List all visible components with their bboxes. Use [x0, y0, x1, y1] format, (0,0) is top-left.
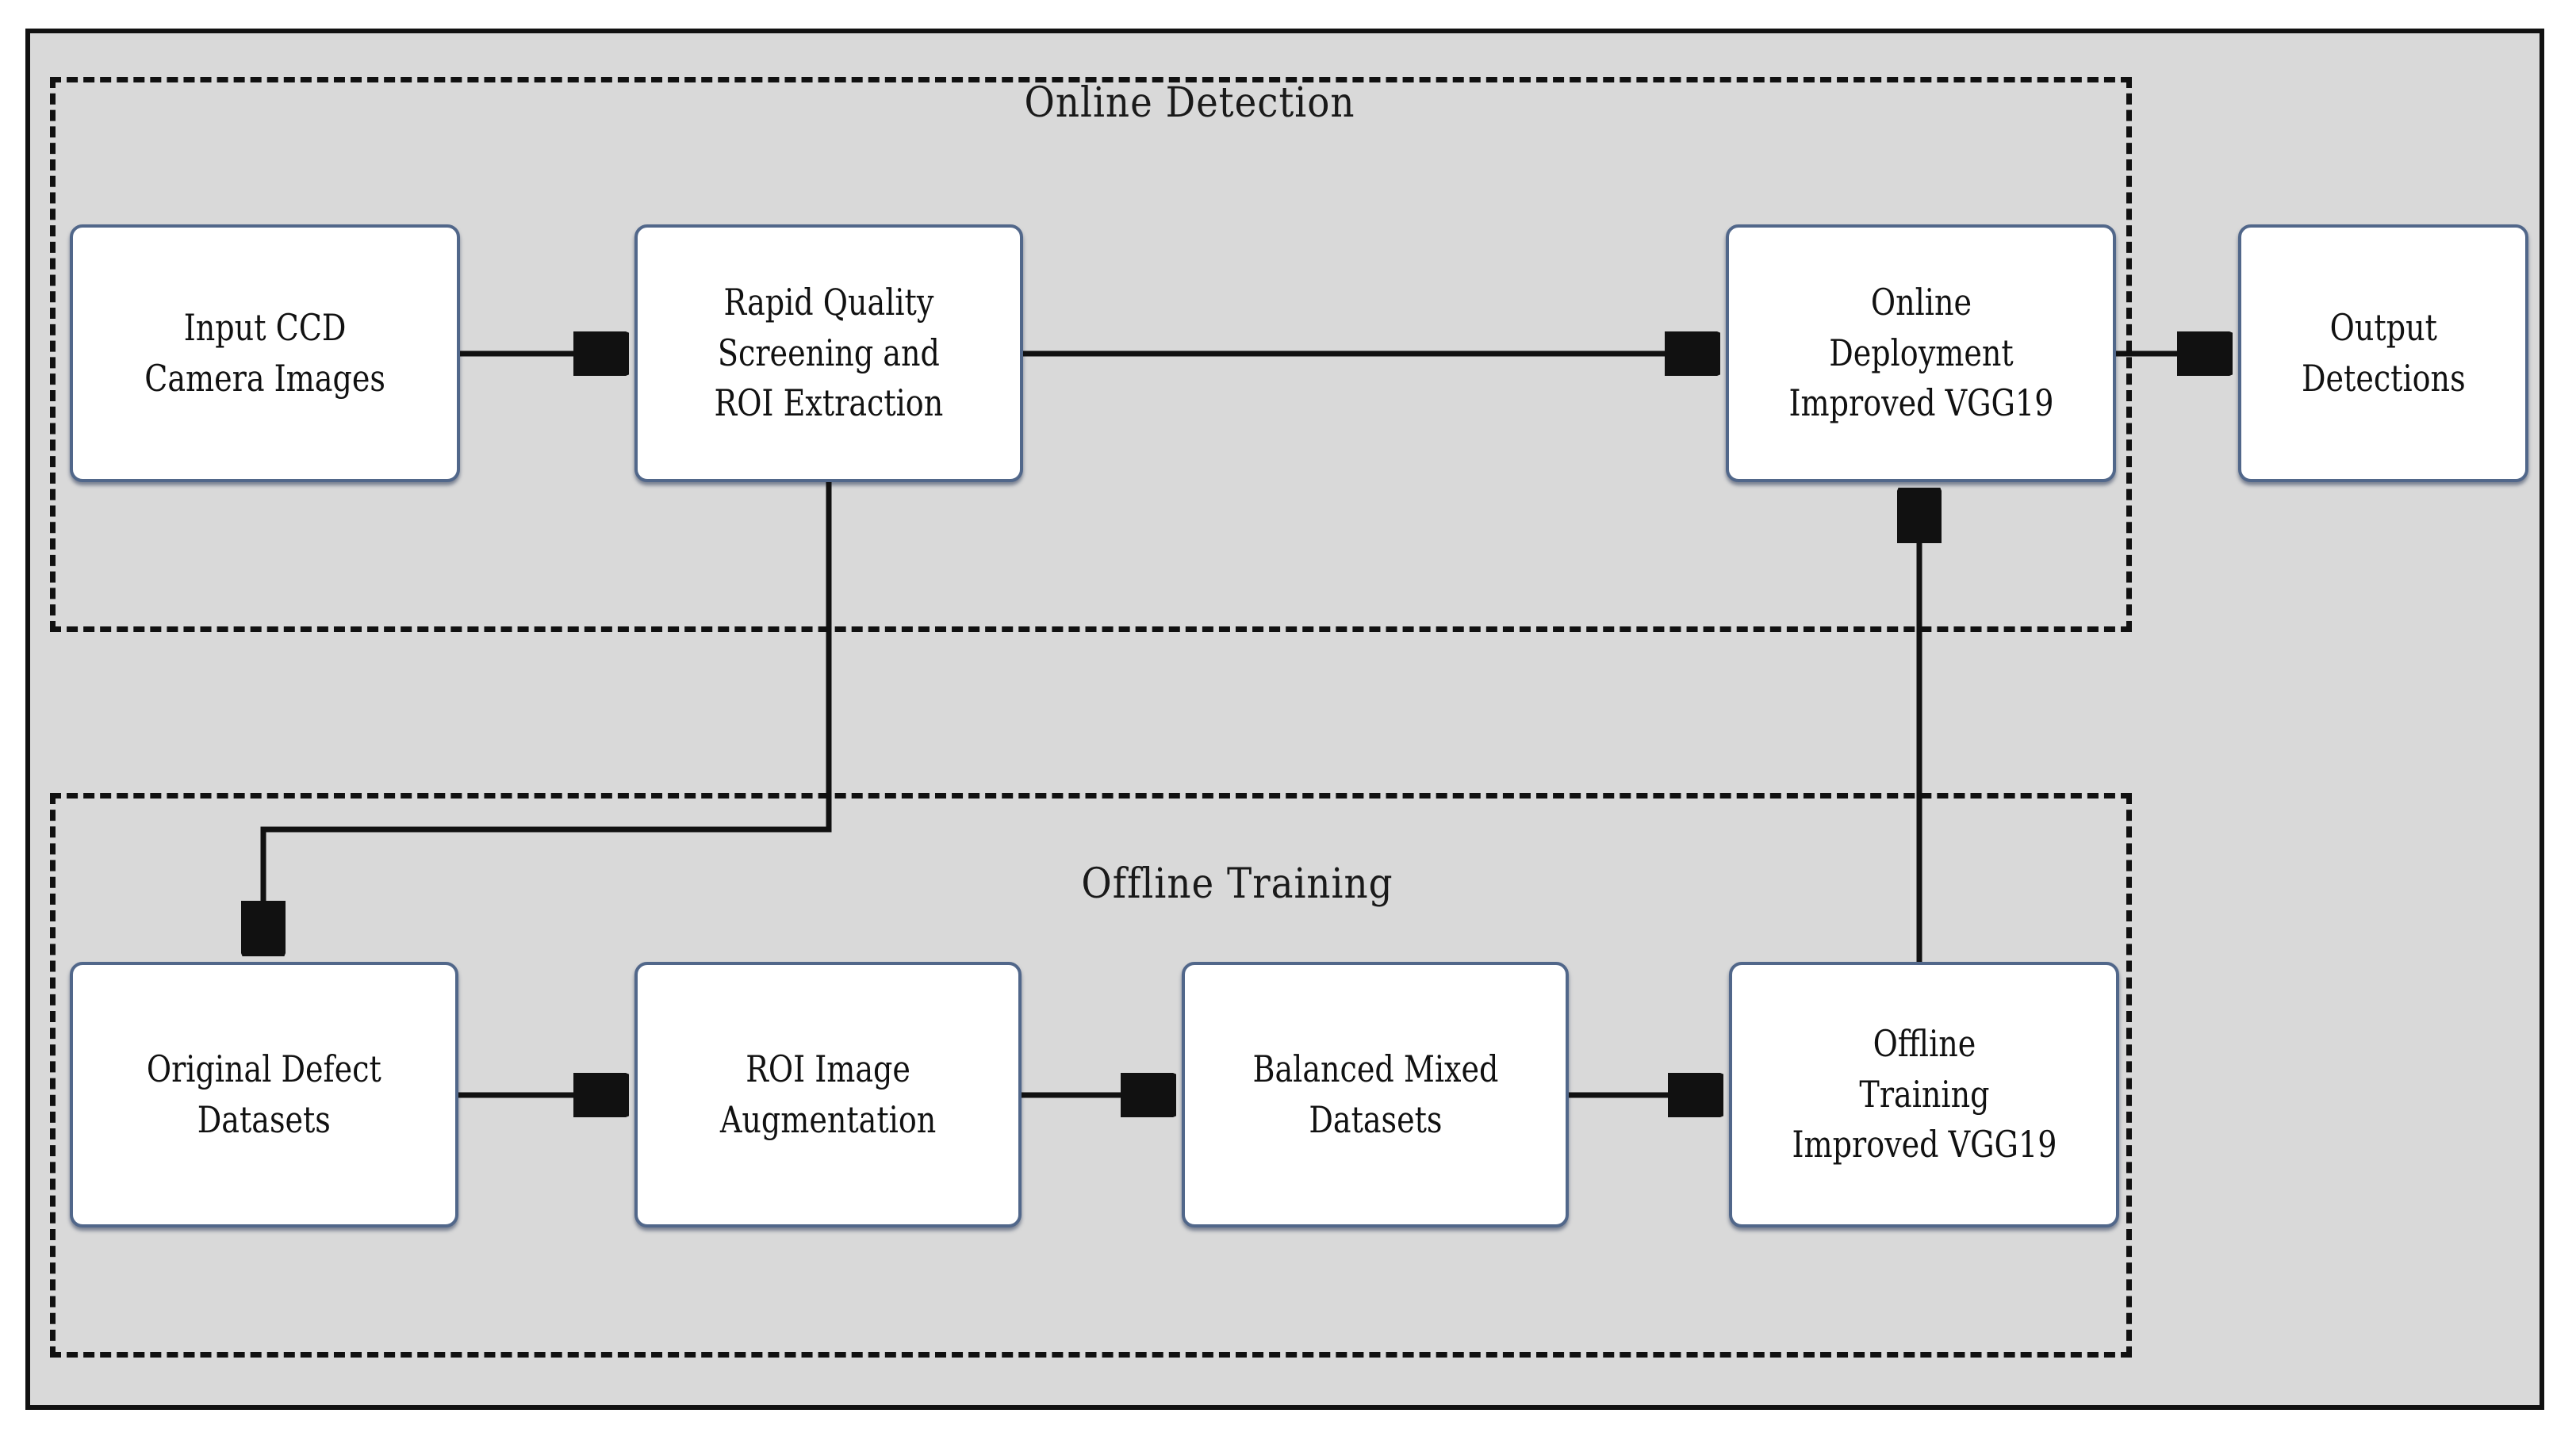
node-label: Rapid Quality Screening and ROI Extracti…: [714, 281, 944, 425]
node-offline-training-improved-vgg19[interactable]: Offline Training Improved VGG19: [1729, 962, 2119, 1227]
node-label: Balanced Mixed Datasets: [1252, 1047, 1498, 1141]
node-online-deployment-improved-vgg19[interactable]: Online Deployment Improved VGG19: [1726, 224, 2116, 482]
node-original-defect-datasets[interactable]: Original Defect Datasets: [70, 962, 458, 1227]
node-roi-image-augmentation[interactable]: ROI Image Augmentation: [634, 962, 1022, 1227]
node-label: Input CCD Camera Images: [144, 306, 385, 400]
group-title-online-detection: Online Detection: [1024, 79, 1355, 127]
group-title-offline-training: Offline Training: [1081, 860, 1393, 908]
node-rapid-quality-screening-roi-extraction[interactable]: Rapid Quality Screening and ROI Extracti…: [634, 224, 1023, 482]
node-label: Online Deployment Improved VGG19: [1788, 281, 2053, 425]
node-label: Original Defect Datasets: [147, 1047, 381, 1141]
node-output-detections[interactable]: Output Detections: [2238, 224, 2528, 482]
node-label: Output Detections: [2301, 306, 2466, 400]
arrow-rapid-quality-to-original-defect: [263, 482, 832, 951]
node-label: ROI Image Augmentation: [719, 1047, 937, 1141]
node-label: Offline Training Improved VGG19: [1792, 1022, 2057, 1166]
node-balanced-mixed-datasets[interactable]: Balanced Mixed Datasets: [1182, 962, 1569, 1227]
group-offline-training: [50, 793, 2132, 1358]
node-input-ccd-camera-images[interactable]: Input CCD Camera Images: [70, 224, 460, 482]
